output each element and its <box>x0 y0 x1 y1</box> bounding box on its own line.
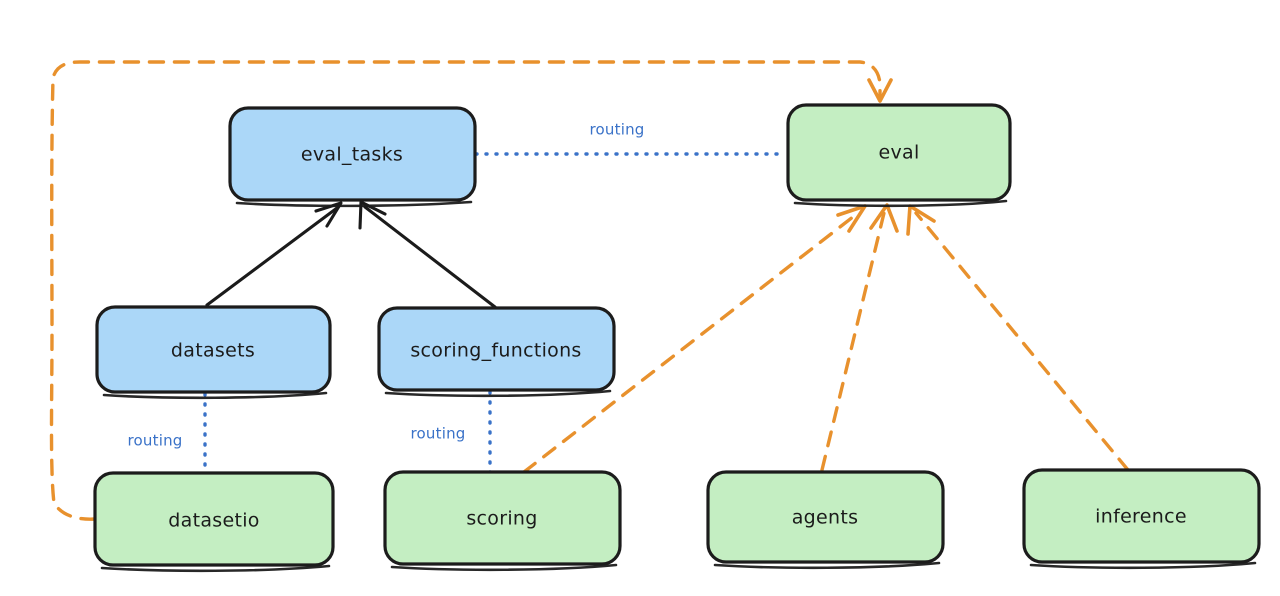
node-inference[interactable]: inference <box>1022 468 1261 570</box>
node-label-eval-tasks: eval_tasks <box>301 144 403 166</box>
edge-label-routing-eval: routing <box>590 121 645 139</box>
node-label-eval: eval <box>878 142 919 164</box>
node-label-scoring: scoring <box>466 508 537 530</box>
edge-label-routing-scoring: routing <box>411 425 466 443</box>
edge-label-routing-datasetio: routing <box>128 432 183 450</box>
node-label-agents: agents <box>792 507 859 529</box>
edge-datasetio-eval <box>49 60 893 521</box>
edge-scoringfunctions-evaltasks <box>358 200 497 309</box>
edge-datasets-evaltasks <box>205 201 343 307</box>
node-agents[interactable]: agents <box>706 470 945 570</box>
node-eval-tasks[interactable]: eval_tasks <box>228 106 477 208</box>
node-label-datasetio: datasetio <box>168 510 259 532</box>
node-eval[interactable]: eval <box>786 103 1012 208</box>
node-scoring-functions[interactable]: scoring_functions <box>377 306 616 398</box>
node-label-datasets: datasets <box>171 340 255 362</box>
node-label-inference: inference <box>1095 506 1187 528</box>
node-datasets[interactable]: datasets <box>95 305 332 400</box>
node-label-scoring-functions: scoring_functions <box>410 340 581 362</box>
node-datasetio[interactable]: datasetio <box>93 471 335 573</box>
node-scoring[interactable]: scoring <box>383 470 622 572</box>
